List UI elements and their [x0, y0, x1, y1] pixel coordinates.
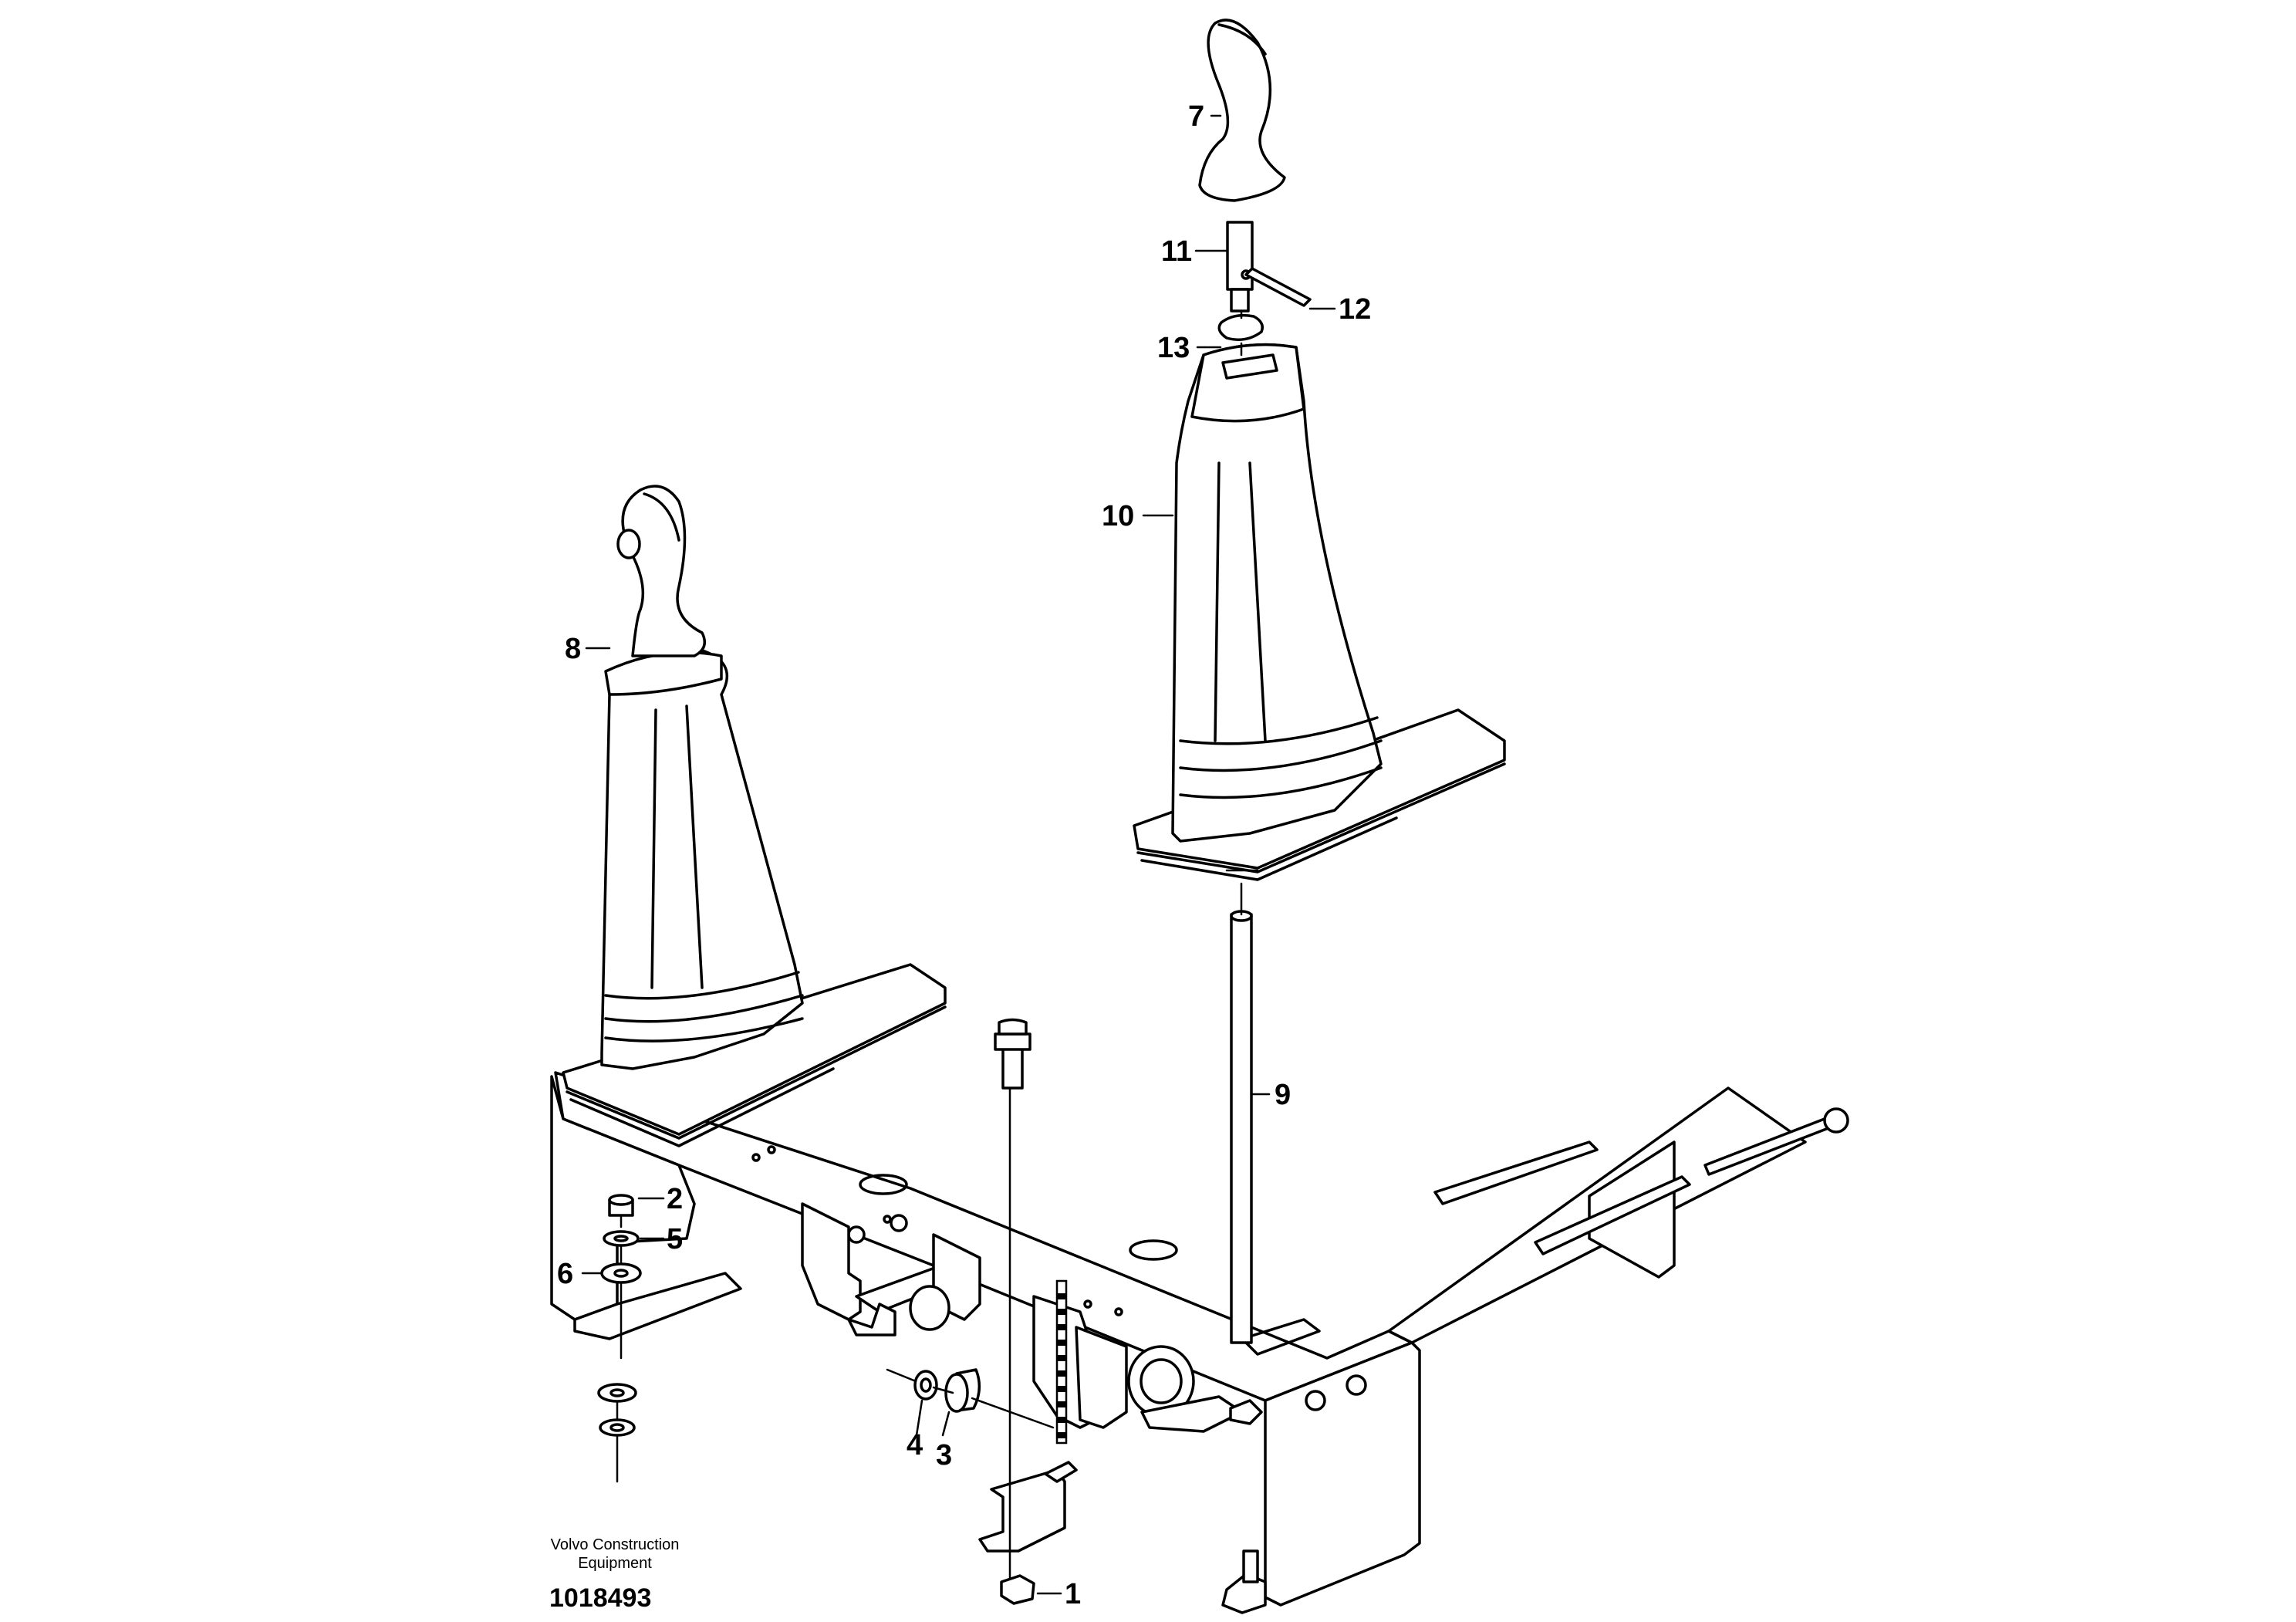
caption-block: Volvo Construction Equipment 1018493	[549, 1536, 679, 1613]
callout-3: 3	[936, 1439, 952, 1472]
callout-2: 2	[667, 1183, 683, 1215]
callout-5: 5	[667, 1223, 683, 1255]
callout-11: 11	[1161, 235, 1192, 268]
callout-1: 1	[1065, 1578, 1081, 1610]
callout-4: 4	[907, 1429, 923, 1461]
callout-13: 13	[1157, 332, 1190, 364]
callout-7: 7	[1188, 100, 1204, 133]
callout-leaders	[581, 114, 1336, 1595]
document-number: 1018493	[549, 1583, 651, 1613]
caption-company: Volvo Construction	[551, 1536, 680, 1553]
callout-10: 10	[1102, 500, 1134, 532]
left-lever-assembly	[562, 485, 947, 1147]
right-lever-assembly	[1133, 19, 1506, 1344]
caption-division: Equipment	[578, 1555, 652, 1572]
callout-9: 9	[1275, 1079, 1291, 1111]
callout-6: 6	[557, 1258, 573, 1290]
callout-12: 12	[1339, 293, 1371, 326]
callout-labels: 1 2 3 4 5 6 7 8 9 10 11 12 13	[557, 100, 1371, 1610]
callout-8: 8	[565, 633, 581, 665]
lever-mounting-bracket	[550, 1071, 1807, 1614]
leader-lines	[616, 311, 1259, 1580]
small-hardware	[597, 1018, 1849, 1605]
